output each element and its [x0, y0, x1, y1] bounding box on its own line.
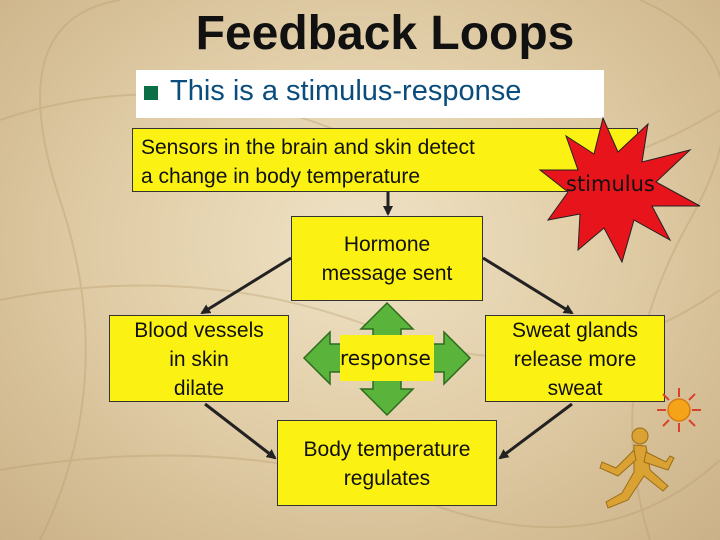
sweat-line-3: sweat: [547, 377, 603, 400]
blood-line-3: dilate: [173, 377, 225, 400]
hormone-box: Hormone message sent: [291, 216, 483, 301]
body-line-2: regulates: [343, 467, 431, 490]
stimulus-label: stimulus: [566, 172, 655, 196]
blood-vessels-box: Blood vessels in skin dilate: [109, 315, 289, 402]
bullet-square-icon: [144, 86, 158, 100]
sweat-line-1: Sweat glands: [511, 319, 639, 342]
blood-line-2: in skin: [169, 348, 229, 371]
hormone-line-1: Hormone: [343, 233, 431, 256]
sensor-line-2: a change in body temperature: [141, 165, 421, 188]
body-line-1: Body temperature: [303, 438, 471, 461]
bullet-text: This is a stimulus-response: [170, 75, 522, 107]
response-label: response: [340, 346, 431, 370]
page-title: Feedback Loops: [195, 7, 575, 60]
bullet-point: This is a stimulus-response: [136, 70, 604, 118]
hormone-line-2: message sent: [321, 262, 453, 285]
sweat-glands-box: Sweat glands release more sweat: [485, 315, 665, 402]
sensor-box: Sensors in the brain and skin detect a c…: [132, 128, 638, 192]
sensor-line-1: Sensors in the brain and skin detect: [141, 136, 475, 159]
body-temperature-box: Body temperature regulates: [277, 420, 497, 506]
blood-line-1: Blood vessels: [134, 319, 264, 342]
sweat-line-2: release more: [513, 348, 637, 371]
